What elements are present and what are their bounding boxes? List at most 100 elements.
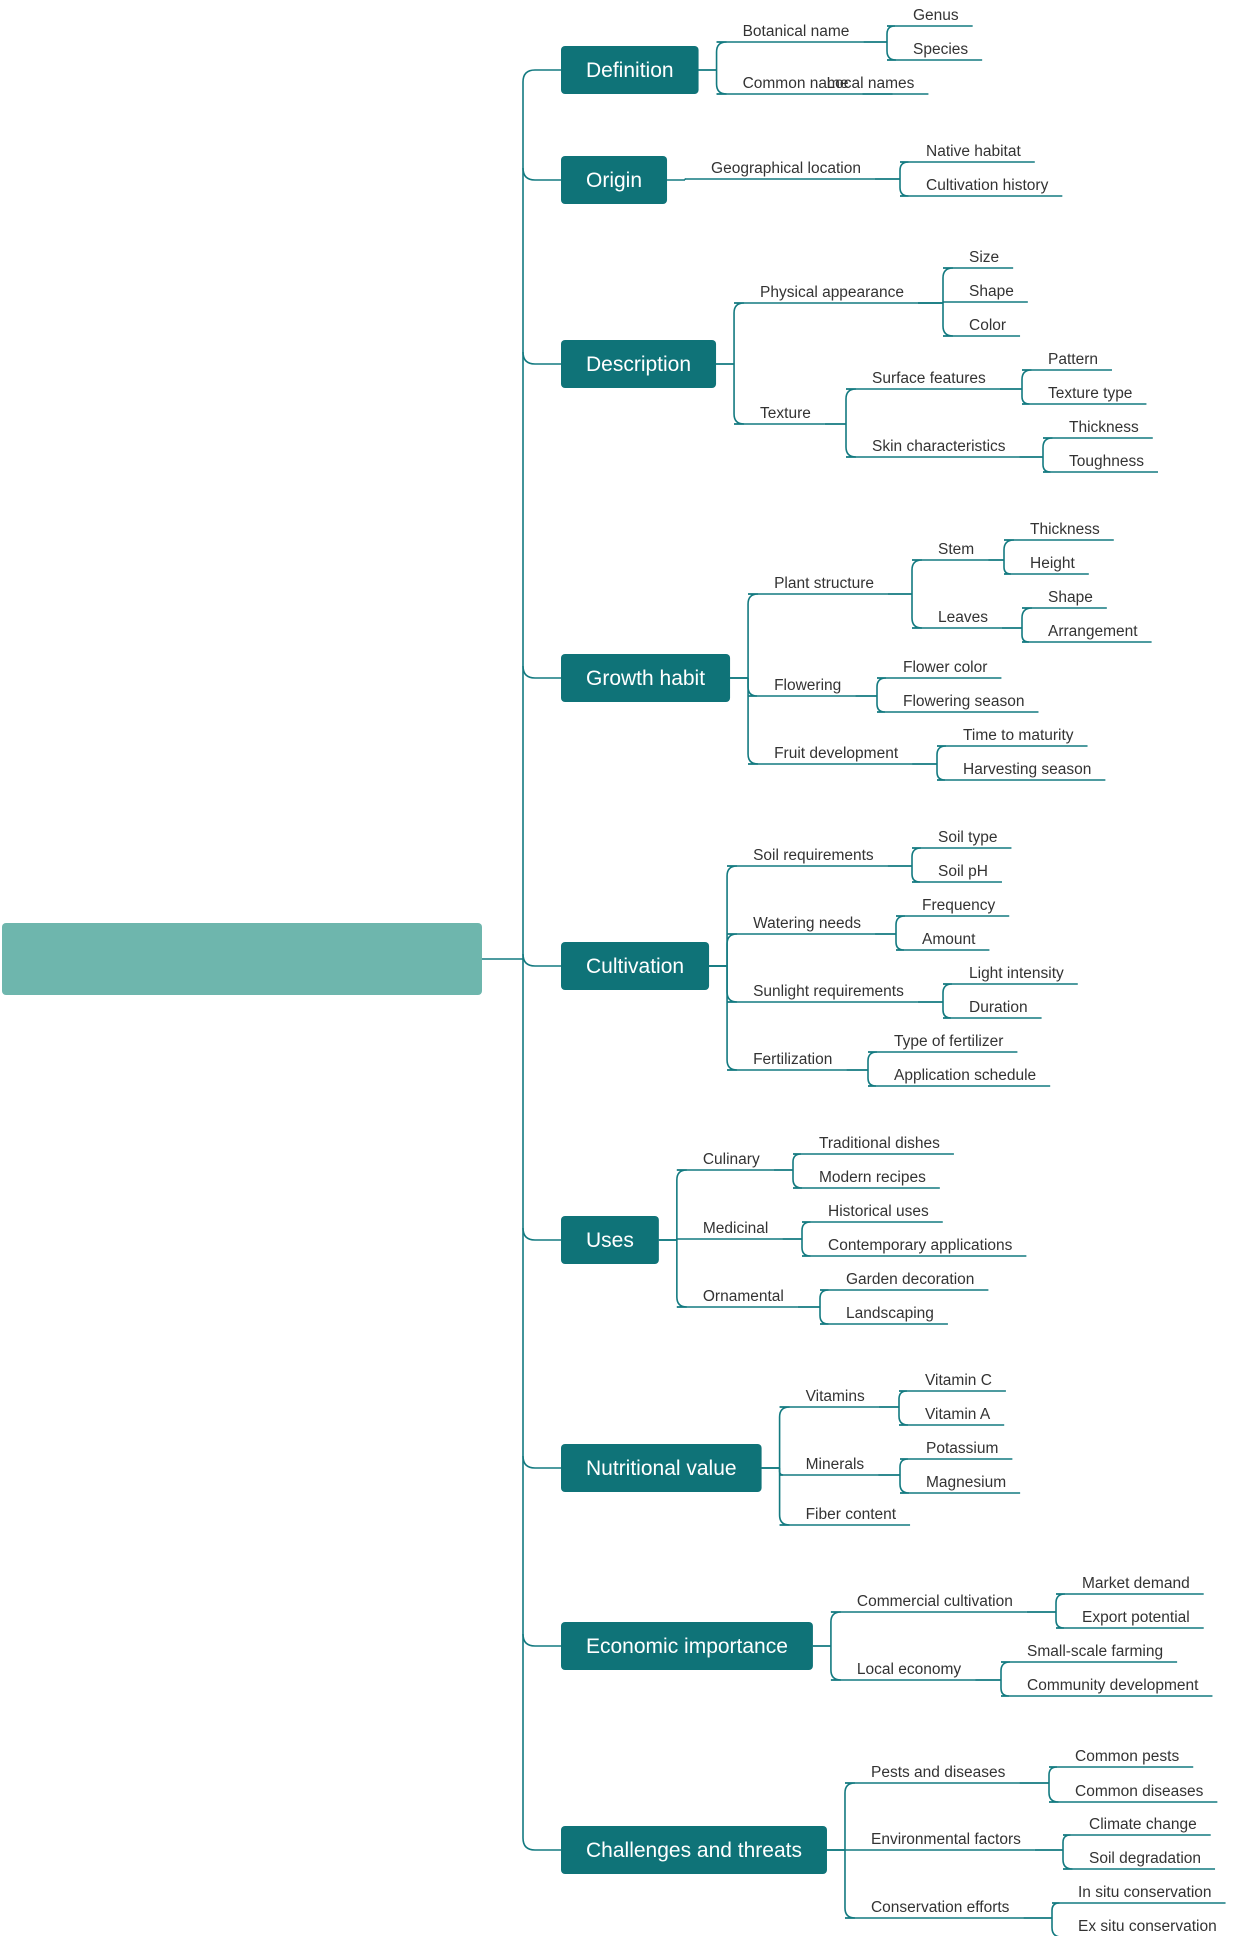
leaf-species[interactable]: Species	[887, 41, 983, 61]
leaf-magnesium[interactable]: Magnesium	[900, 1474, 1021, 1494]
branch-definition-box	[561, 46, 699, 94]
branch-definition[interactable]: Definition	[561, 46, 699, 94]
leaf-ex-situ-conservation[interactable]: Ex situ conservation	[1052, 1918, 1231, 1936]
leaf-height[interactable]: Height	[1004, 555, 1089, 575]
root-topic[interactable]	[2, 923, 482, 995]
leaf-modern-recipes[interactable]: Modern recipes	[793, 1169, 940, 1189]
topic-fruit-development[interactable]: Fruit development	[748, 745, 913, 765]
topic-commercial-cultivation[interactable]: Commercial cultivation	[830, 1593, 1027, 1613]
topic-fertilization[interactable]: Fertilization	[727, 1051, 847, 1071]
topic-vitamins-label: Vitamins	[806, 1388, 865, 1405]
branch-description[interactable]: Description	[561, 340, 717, 388]
branch-economic-importance-label: Economic importance	[586, 1635, 788, 1658]
leaf-light-intensity[interactable]: Light intensity	[943, 965, 1078, 985]
leaf-contemporary-applications[interactable]: Contemporary applications	[802, 1237, 1027, 1257]
leaf-garden-decoration[interactable]: Garden decoration	[820, 1271, 989, 1291]
leaf-vitamin-a[interactable]: Vitamin A	[899, 1406, 1005, 1426]
topic-sunlight-requirements[interactable]: Sunlight requirements	[727, 983, 918, 1003]
branch-cultivation[interactable]: Cultivation	[561, 942, 710, 990]
leaf-genus[interactable]: Genus	[887, 7, 973, 27]
leaf-flower-color[interactable]: Flower color	[877, 659, 1002, 679]
leaf-shape[interactable]: Shape	[1022, 589, 1107, 609]
leaf-soil-type[interactable]: Soil type	[912, 829, 1012, 849]
leaf-small-scale-farming[interactable]: Small-scale farming	[1001, 1643, 1178, 1663]
leaf-export-potential[interactable]: Export potential	[1056, 1609, 1204, 1629]
leaf-thickness[interactable]: Thickness	[1043, 419, 1153, 439]
topic-physical-appearance[interactable]: Physical appearance	[734, 284, 918, 304]
leaf-traditional-dishes[interactable]: Traditional dishes	[793, 1135, 954, 1155]
leaf-color[interactable]: Color	[943, 317, 1021, 337]
leaf-duration[interactable]: Duration	[943, 999, 1042, 1019]
leaf-in-situ-conservation[interactable]: In situ conservation	[1052, 1884, 1226, 1904]
topic-geographical-location[interactable]: Geographical location	[685, 160, 875, 180]
topic-conservation-efforts[interactable]: Conservation efforts	[844, 1899, 1024, 1919]
topic-local-economy[interactable]: Local economy	[830, 1661, 976, 1681]
topic-pests-and-diseases[interactable]: Pests and diseases	[844, 1764, 1020, 1784]
leaf-application-schedule[interactable]: Application schedule	[868, 1067, 1051, 1087]
leaf-landscaping[interactable]: Landscaping	[820, 1305, 948, 1325]
leaf-climate-change[interactable]: Climate change	[1063, 1816, 1211, 1836]
topic-medicinal-label: Medicinal	[703, 1220, 768, 1237]
leaf-historical-uses[interactable]: Historical uses	[802, 1203, 943, 1223]
leaf-type-of-fertilizer[interactable]: Type of fertilizer	[868, 1033, 1018, 1053]
topic-plant-structure[interactable]: Plant structure	[748, 575, 888, 595]
leaf-soil-ph[interactable]: Soil pH	[912, 863, 1002, 883]
leaf-potassium[interactable]: Potassium	[900, 1440, 1013, 1460]
leaf-community-development[interactable]: Community development	[1001, 1677, 1213, 1697]
topic-fiber-content[interactable]: Fiber content	[779, 1506, 911, 1526]
topic-culinary[interactable]: Culinary	[676, 1151, 774, 1171]
leaf-flower-color-label: Flower color	[903, 659, 987, 676]
subtopic-leaves[interactable]: Leaves	[912, 609, 1002, 629]
branch-origin-box	[561, 156, 668, 204]
topic-environmental-factors[interactable]: Environmental factors	[844, 1831, 1035, 1851]
topic-fiber-content-label: Fiber content	[806, 1506, 897, 1523]
branch-economic-importance[interactable]: Economic importance	[561, 1622, 813, 1670]
topic-common-name[interactable]: Common name	[716, 75, 863, 95]
leaf-market-demand[interactable]: Market demand	[1056, 1575, 1204, 1595]
leaf-cultivation-history[interactable]: Cultivation history	[900, 177, 1063, 197]
leaf-pattern-label: Pattern	[1048, 351, 1098, 368]
leaf-harvesting-season[interactable]: Harvesting season	[937, 761, 1106, 781]
topic-watering-needs[interactable]: Watering needs	[727, 915, 876, 935]
topic-botanical-name[interactable]: Botanical name	[716, 23, 864, 43]
branch-challenges-and-threats[interactable]: Challenges and threats	[561, 1826, 827, 1874]
leaf-frequency-label: Frequency	[922, 897, 995, 914]
leaf-arrangement[interactable]: Arrangement	[1022, 623, 1152, 643]
leaf-shape[interactable]: Shape	[943, 283, 1028, 303]
leaf-texture-type-label: Texture type	[1048, 385, 1132, 402]
leaf-toughness-label: Toughness	[1069, 453, 1144, 470]
leaf-native-habitat[interactable]: Native habitat	[900, 143, 1035, 163]
leaf-soil-degradation[interactable]: Soil degradation	[1063, 1850, 1216, 1870]
leaf-texture-type[interactable]: Texture type	[1022, 385, 1147, 405]
topic-flowering[interactable]: Flowering	[748, 677, 856, 697]
leaf-size[interactable]: Size	[943, 249, 1014, 269]
topic-soil-requirements[interactable]: Soil requirements	[727, 847, 888, 867]
topic-minerals-label: Minerals	[806, 1456, 865, 1473]
leaf-contemporary-applications-label: Contemporary applications	[828, 1237, 1013, 1254]
leaf-frequency[interactable]: Frequency	[896, 897, 1010, 917]
subtopic-skin-characteristics[interactable]: Skin characteristics	[846, 438, 1020, 458]
leaf-local-names[interactable]: Local names	[827, 75, 929, 95]
leaf-height-label: Height	[1030, 555, 1075, 572]
subtopic-leaves-label: Leaves	[938, 609, 988, 626]
subtopic-surface-features[interactable]: Surface features	[846, 370, 1000, 390]
branch-uses[interactable]: Uses	[561, 1216, 659, 1264]
leaf-flowering-season[interactable]: Flowering season	[877, 693, 1039, 713]
leaf-thickness[interactable]: Thickness	[1004, 521, 1114, 541]
subtopic-stem[interactable]: Stem	[912, 541, 989, 561]
leaf-vitamin-c[interactable]: Vitamin C	[899, 1372, 1006, 1392]
leaf-pattern[interactable]: Pattern	[1022, 351, 1112, 371]
leaf-common-pests[interactable]: Common pests	[1049, 1748, 1194, 1768]
topic-texture[interactable]: Texture	[734, 405, 825, 425]
leaf-toughness[interactable]: Toughness	[1043, 453, 1158, 473]
leaf-common-diseases[interactable]: Common diseases	[1049, 1783, 1218, 1803]
topic-medicinal[interactable]: Medicinal	[676, 1220, 783, 1240]
topic-minerals[interactable]: Minerals	[779, 1456, 879, 1476]
topic-vitamins[interactable]: Vitamins	[779, 1388, 879, 1408]
branch-nutritional-value[interactable]: Nutritional value	[561, 1444, 762, 1492]
leaf-time-to-maturity[interactable]: Time to maturity	[937, 727, 1088, 747]
branch-growth-habit[interactable]: Growth habit	[561, 654, 731, 702]
leaf-amount[interactable]: Amount	[896, 931, 990, 951]
branch-origin[interactable]: Origin	[561, 156, 668, 204]
topic-ornamental[interactable]: Ornamental	[676, 1288, 798, 1308]
